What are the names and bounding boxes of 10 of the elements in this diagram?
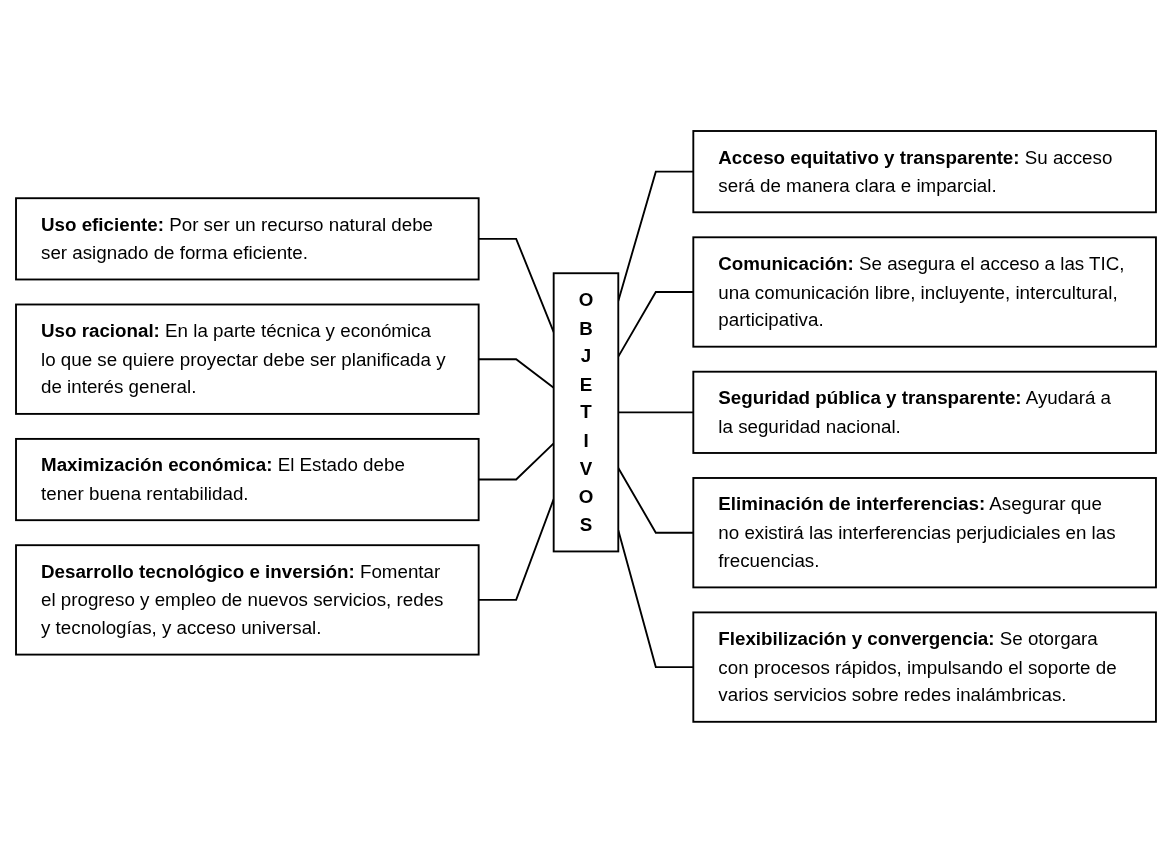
node-box: Desarrollo tecnológico e inversión: Fomentar el progreso y empleo de nuevos servicios, redes y tecnologías, y acceso universal. (14, 544, 480, 656)
node-box: OBJETIVOS (552, 272, 619, 553)
node-box: Seguridad pública y transparente: Ayudará a la seguridad nacional. (691, 370, 1157, 454)
node-box: Flexibilización y convergencia: Se otorgara con procesos rápidos, impulsando el soporte de varios servicios sobre redes inalámbricas. (691, 611, 1157, 723)
node-box: Eliminación de interferencias: Asegurar que no existirá las interferencias perjudiciales en las frecuencias. (691, 477, 1157, 589)
node-box: Acceso equitativo y transparente: Su acceso será de manera clara e imparcial. (691, 130, 1157, 214)
node-box: Uso racional: En la parte técnica y económica lo que se quiere proyectar debe ser planificada y de interés general. (14, 303, 480, 415)
node-box: Maximización económica: El Estado debe tener buena rentabilidad. (14, 438, 480, 522)
node-box: Uso eficiente: Por ser un recurso natural debe ser asignado de forma eficiente. (14, 197, 480, 281)
node-box: Comunicación: Se asegura el acceso a las TIC, una comunicación libre, incluyente, intercultural, participativa. (691, 236, 1157, 348)
